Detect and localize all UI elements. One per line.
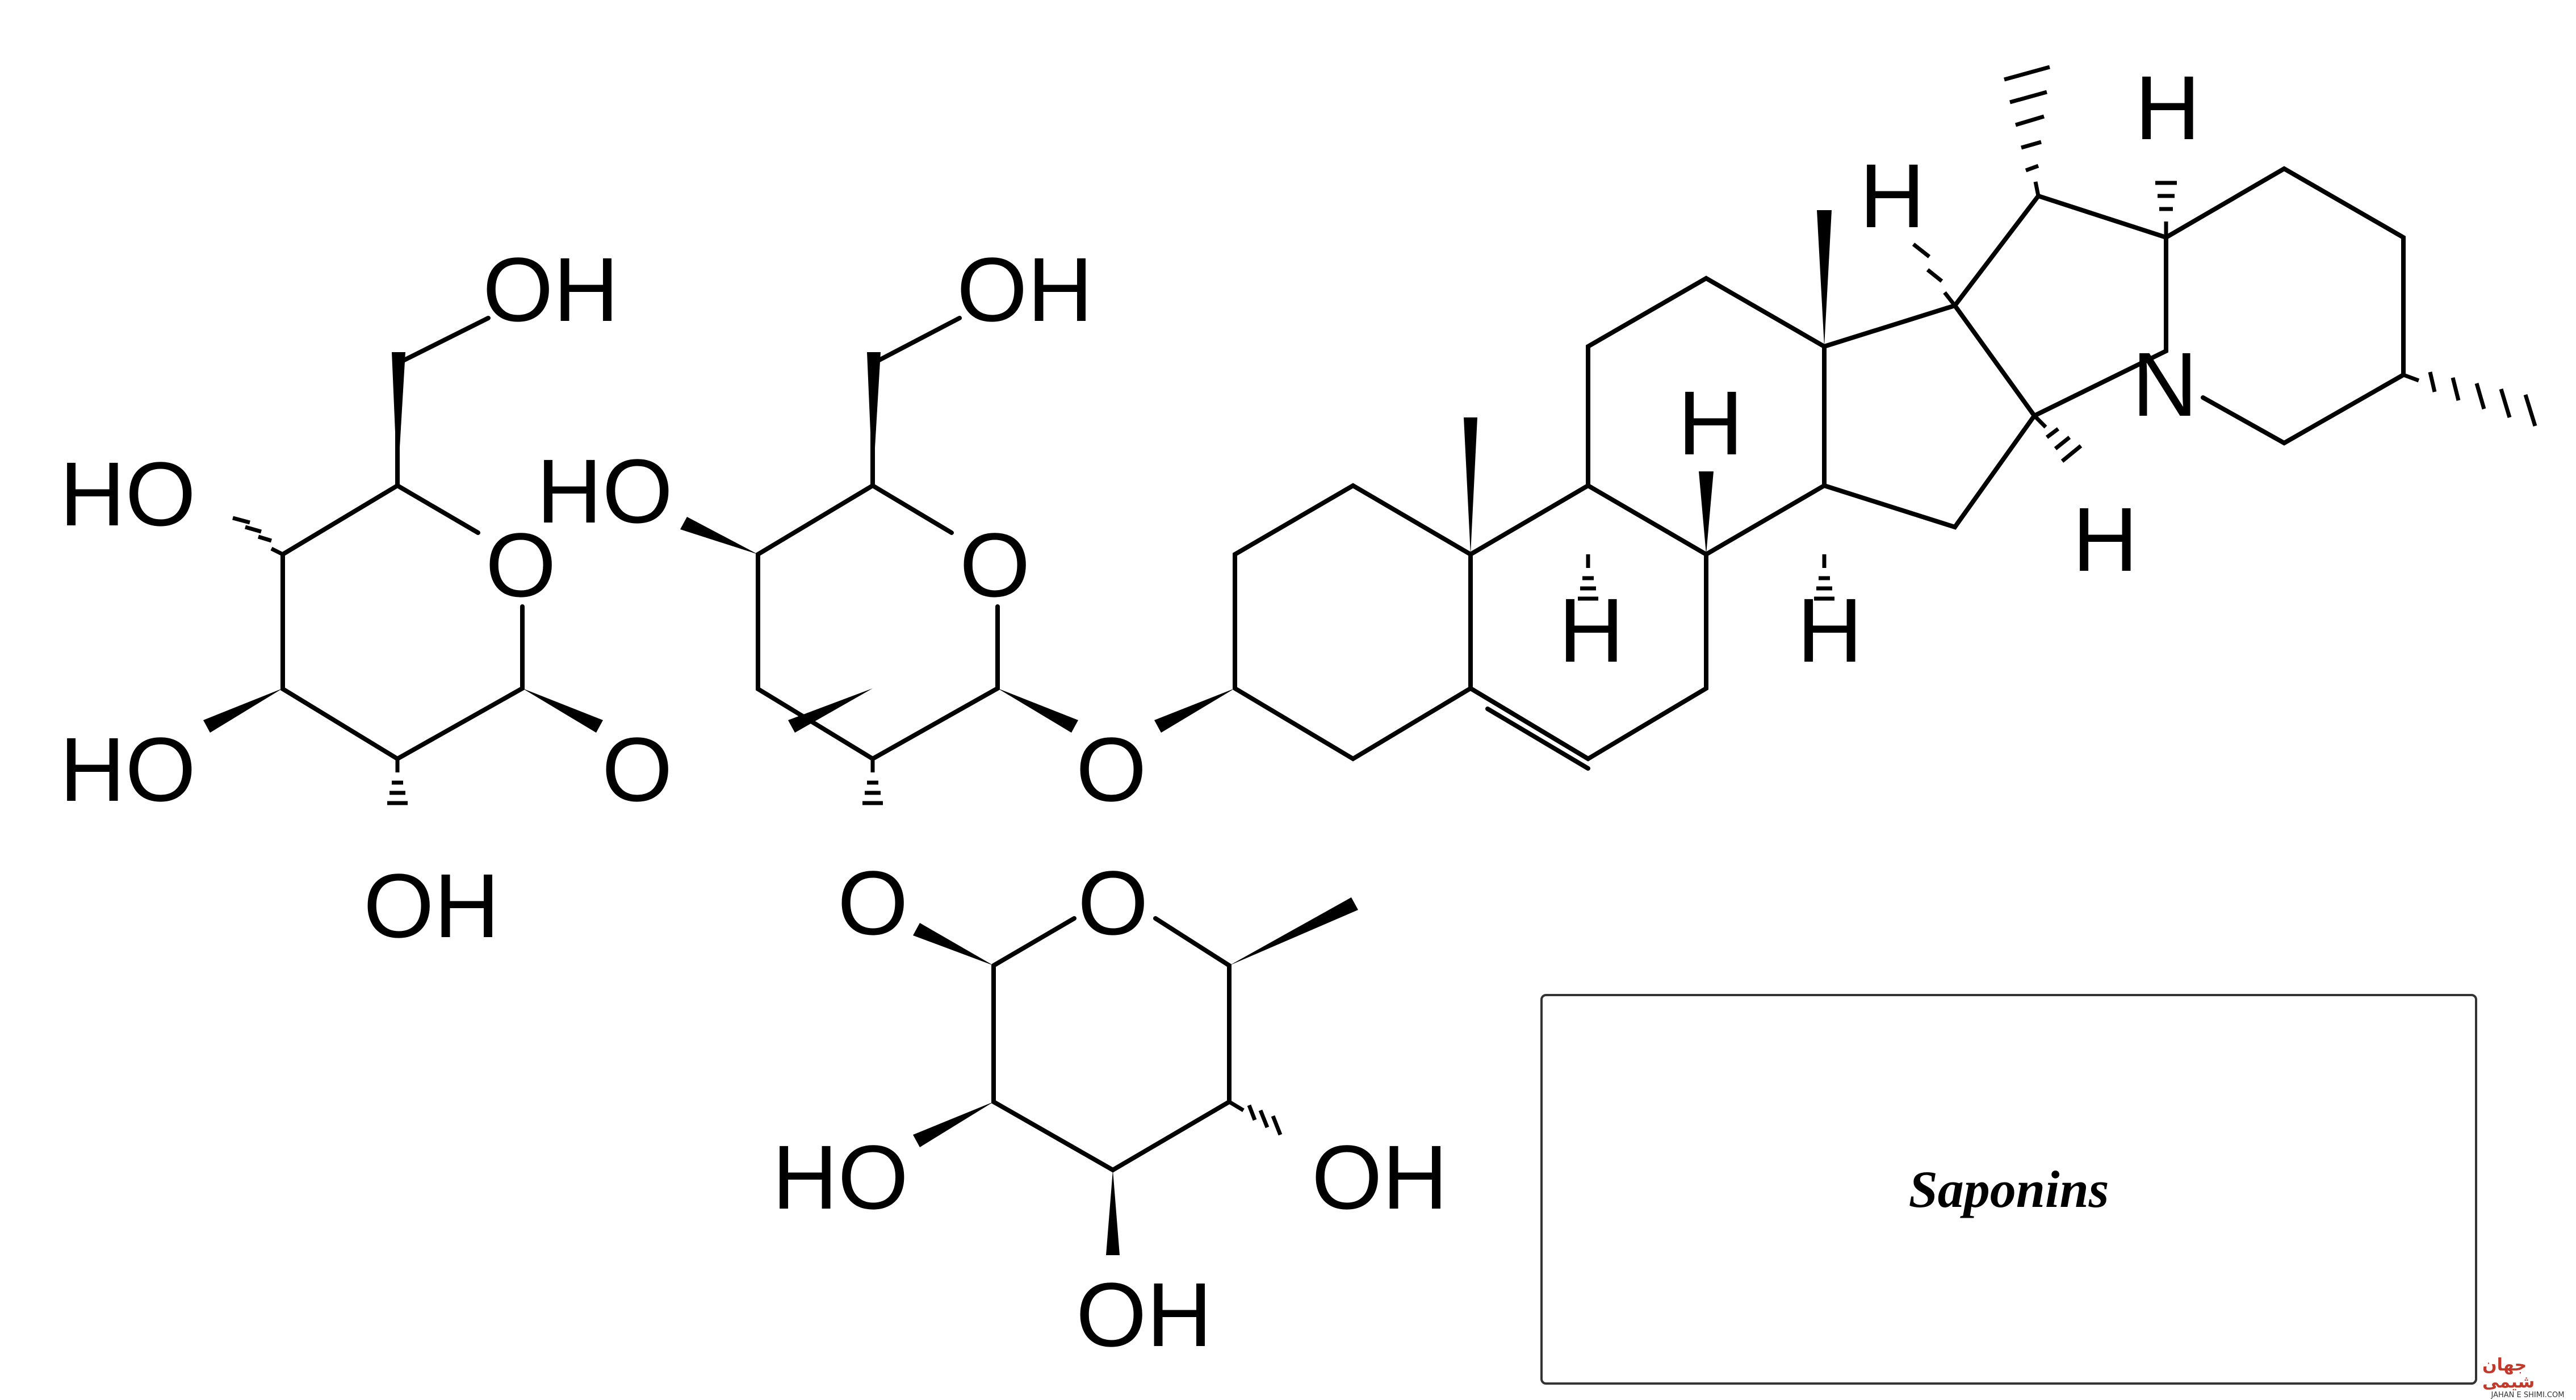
- label-ho-left-lower: HO: [60, 718, 196, 820]
- label-h-c-ring-top: H: [1678, 372, 1744, 474]
- label-h-b-ring: H: [1559, 579, 1624, 681]
- label-h-c-ring-bottom: H: [1797, 579, 1863, 681]
- label-ring-o-bottom: O: [1078, 852, 1148, 954]
- label-n-ring: N: [2132, 333, 2198, 435]
- watermark-brand: جهان شیمی: [2482, 1355, 2535, 1393]
- watermark-logo: جهان شیمی JAHAN E SHIMI.COM: [2482, 1355, 2573, 1400]
- label-ring-o-left: O: [485, 514, 556, 616]
- caption-title: Saponins: [1908, 1160, 2109, 1218]
- label-h-e-ring-bottom: H: [2072, 488, 2138, 590]
- label-oh-top-middle: OH: [957, 239, 1093, 340]
- label-h-e-ring-top: H: [2135, 57, 2201, 158]
- label-linker-o-left: O: [602, 718, 672, 820]
- label-oh-bottom: OH: [1076, 1264, 1212, 1365]
- label-ho-middle: HO: [537, 440, 673, 542]
- caption-box: Saponins: [1540, 994, 2477, 1385]
- label-ring-o-middle: O: [960, 514, 1030, 616]
- atom-labels: OH OH HO HO OH O O HO O O O O HO OH OH H…: [60, 57, 2201, 1365]
- watermark-site: JAHAN E SHIMI.COM: [2491, 1391, 2565, 1400]
- bond-lines: [280, 166, 2406, 1173]
- label-oh-bottom-right: OH: [1312, 1126, 1448, 1228]
- label-linker-o-middle: O: [1076, 718, 1146, 820]
- label-oh-top-left: OH: [483, 239, 619, 340]
- label-ho-bottom-left: HO: [772, 1126, 908, 1228]
- label-oh-left-bottom: OH: [363, 855, 500, 956]
- label-ho-left-upper: HO: [60, 443, 196, 545]
- label-h-d-ring-top: H: [1859, 145, 1925, 246]
- hashed-bonds: [232, 65, 2537, 1136]
- label-linker-o-bottom: O: [837, 852, 908, 954]
- wedge-bonds: [203, 210, 1832, 1255]
